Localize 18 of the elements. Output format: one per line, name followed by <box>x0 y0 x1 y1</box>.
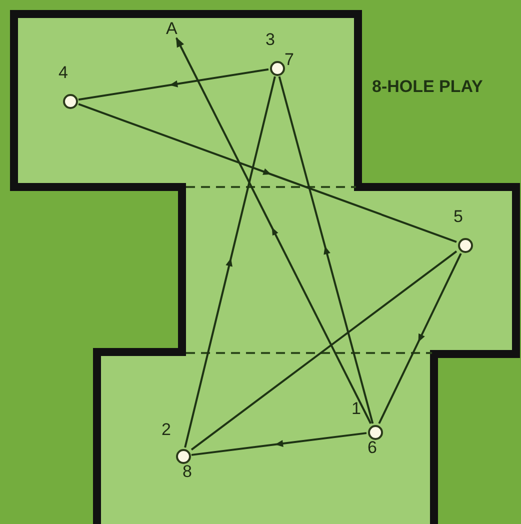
route-line <box>190 250 458 450</box>
route-arrow <box>184 76 276 448</box>
hole-number: 4 <box>58 64 68 80</box>
hole-number: 6 <box>368 438 377 456</box>
hole-number: 1 <box>352 400 361 416</box>
start-point-label: A <box>166 20 178 37</box>
hole-number: 3 <box>266 30 275 48</box>
hole-number: 8 <box>182 462 192 480</box>
route-arrow <box>278 76 374 424</box>
route-arrow <box>191 432 367 456</box>
title: 8-HOLE PLAY <box>372 77 483 97</box>
route-arrow <box>176 37 372 424</box>
route-arrow <box>78 103 457 243</box>
route-arrow <box>78 68 269 101</box>
hole-number: 5 <box>454 208 463 224</box>
hole-number: 2 <box>162 420 171 438</box>
hole-number: 7 <box>284 50 294 68</box>
route-arrow <box>378 253 462 424</box>
